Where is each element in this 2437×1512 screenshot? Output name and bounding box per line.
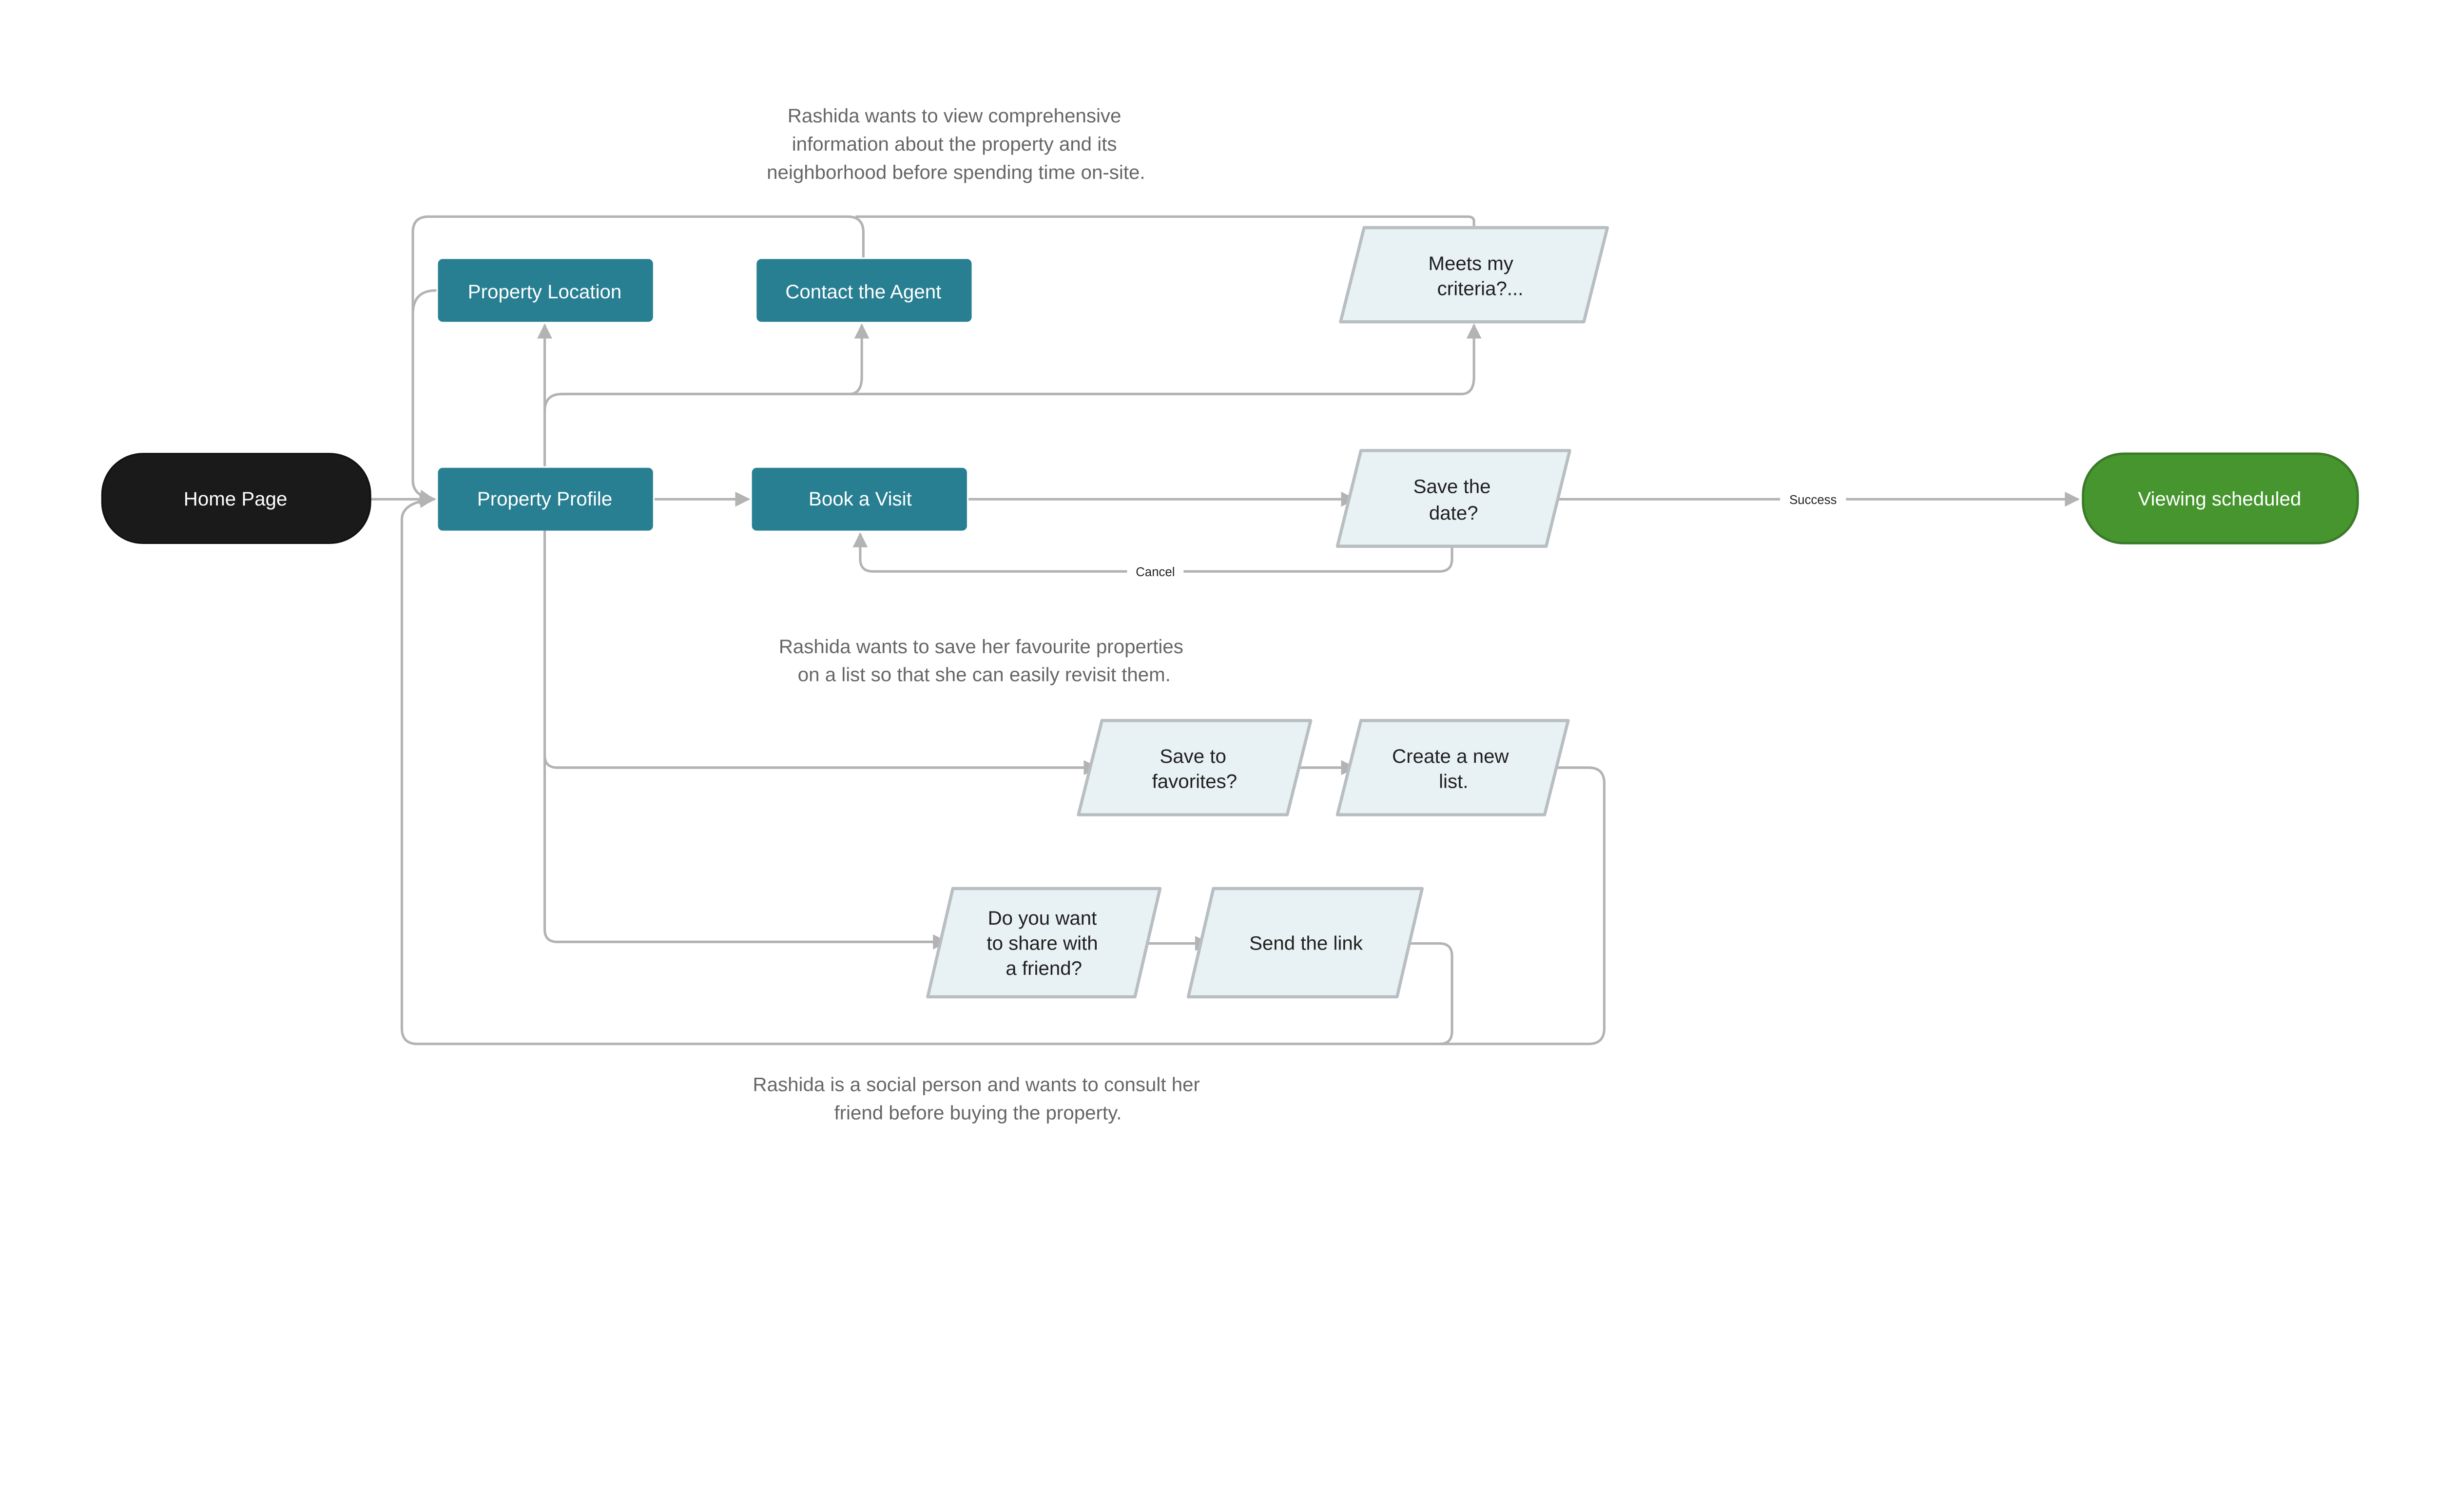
edge-profile-to-share: [543, 753, 948, 950]
save-favorites-line-1: Save to: [1160, 745, 1226, 767]
note-social: Rashida is a social person and wants to …: [753, 1073, 1200, 1124]
note-info-line-3: neighborhood before spending time on-sit…: [767, 161, 1145, 183]
node-share-friend[interactable]: Do you want to share with a friend?: [926, 887, 1162, 999]
note-social-line-2: friend before buying the property.: [834, 1102, 1122, 1124]
note-favorites: Rashida wants to save her favourite prop…: [779, 636, 1183, 686]
viewing-scheduled-label: Viewing scheduled: [2138, 488, 2301, 510]
contact-agent-label: Contact the Agent: [785, 281, 941, 303]
edge-label-cancel: Cancel: [1136, 565, 1175, 579]
note-info: Rashida wants to view comprehensive info…: [767, 105, 1145, 183]
node-save-favorites[interactable]: Save to favorites?: [1077, 719, 1313, 816]
share-friend-line-2: to share with: [986, 932, 1098, 954]
node-property-profile[interactable]: Property Profile: [438, 467, 653, 531]
create-list-line-1: Create a new: [1392, 745, 1509, 767]
flowchart-canvas: Success Cancel Home Page Property Locati…: [101, 105, 2359, 1124]
home-page-label: Home Page: [184, 488, 288, 510]
edge-createlist-loop-back: [400, 493, 1606, 1046]
note-favorites-line-1: Rashida wants to save her favourite prop…: [779, 636, 1183, 658]
edge-criteria-loop-back: [855, 215, 1475, 226]
note-social-line-1: Rashida is a social person and wants to …: [753, 1073, 1200, 1095]
node-property-location[interactable]: Property Location: [438, 259, 653, 322]
property-profile-label: Property Profile: [477, 488, 612, 510]
send-link-label: Send the link: [1249, 932, 1363, 954]
meets-criteria-line-2: criteria?...: [1437, 277, 1524, 299]
node-create-list[interactable]: Create a new list.: [1335, 719, 1570, 816]
node-send-link[interactable]: Send the link: [1186, 887, 1424, 999]
note-info-line-1: Rashida wants to view comprehensive: [788, 105, 1122, 127]
node-save-date[interactable]: Save the date?: [1335, 449, 1571, 548]
property-location-label: Property Location: [468, 281, 621, 303]
create-list-line-2: list.: [1439, 771, 1468, 793]
share-friend-line-1: Do you want: [988, 907, 1097, 929]
edge-profile-to-contact: [543, 323, 870, 411]
node-contact-agent[interactable]: Contact the Agent: [756, 259, 972, 322]
edge-location-loop-back: [411, 289, 437, 314]
edge-contact-loop-back: [411, 215, 865, 505]
save-date-line-2: date?: [1429, 502, 1478, 524]
node-viewing-scheduled[interactable]: Viewing scheduled: [2082, 452, 2359, 544]
edge-sendlink-loop-back: [1400, 942, 1453, 1046]
node-meets-criteria[interactable]: Meets my criteria?...: [1339, 226, 1609, 324]
node-home-page[interactable]: Home Page: [101, 453, 371, 544]
node-book-visit[interactable]: Book a Visit: [752, 467, 967, 531]
share-friend-line-3: a friend?: [1006, 957, 1082, 979]
book-visit-label: Book a Visit: [809, 488, 912, 510]
edge-profile-to-criteria: [849, 323, 1482, 395]
meets-criteria-line-1: Meets my: [1428, 252, 1513, 274]
note-info-line-2: information about the property and its: [792, 133, 1117, 155]
save-favorites-line-2: favorites?: [1152, 771, 1238, 793]
note-favorites-line-2: on a list so that she can easily revisit…: [798, 664, 1171, 686]
edge-label-success: Success: [1789, 493, 1837, 507]
save-date-line-1: Save the: [1413, 475, 1491, 497]
